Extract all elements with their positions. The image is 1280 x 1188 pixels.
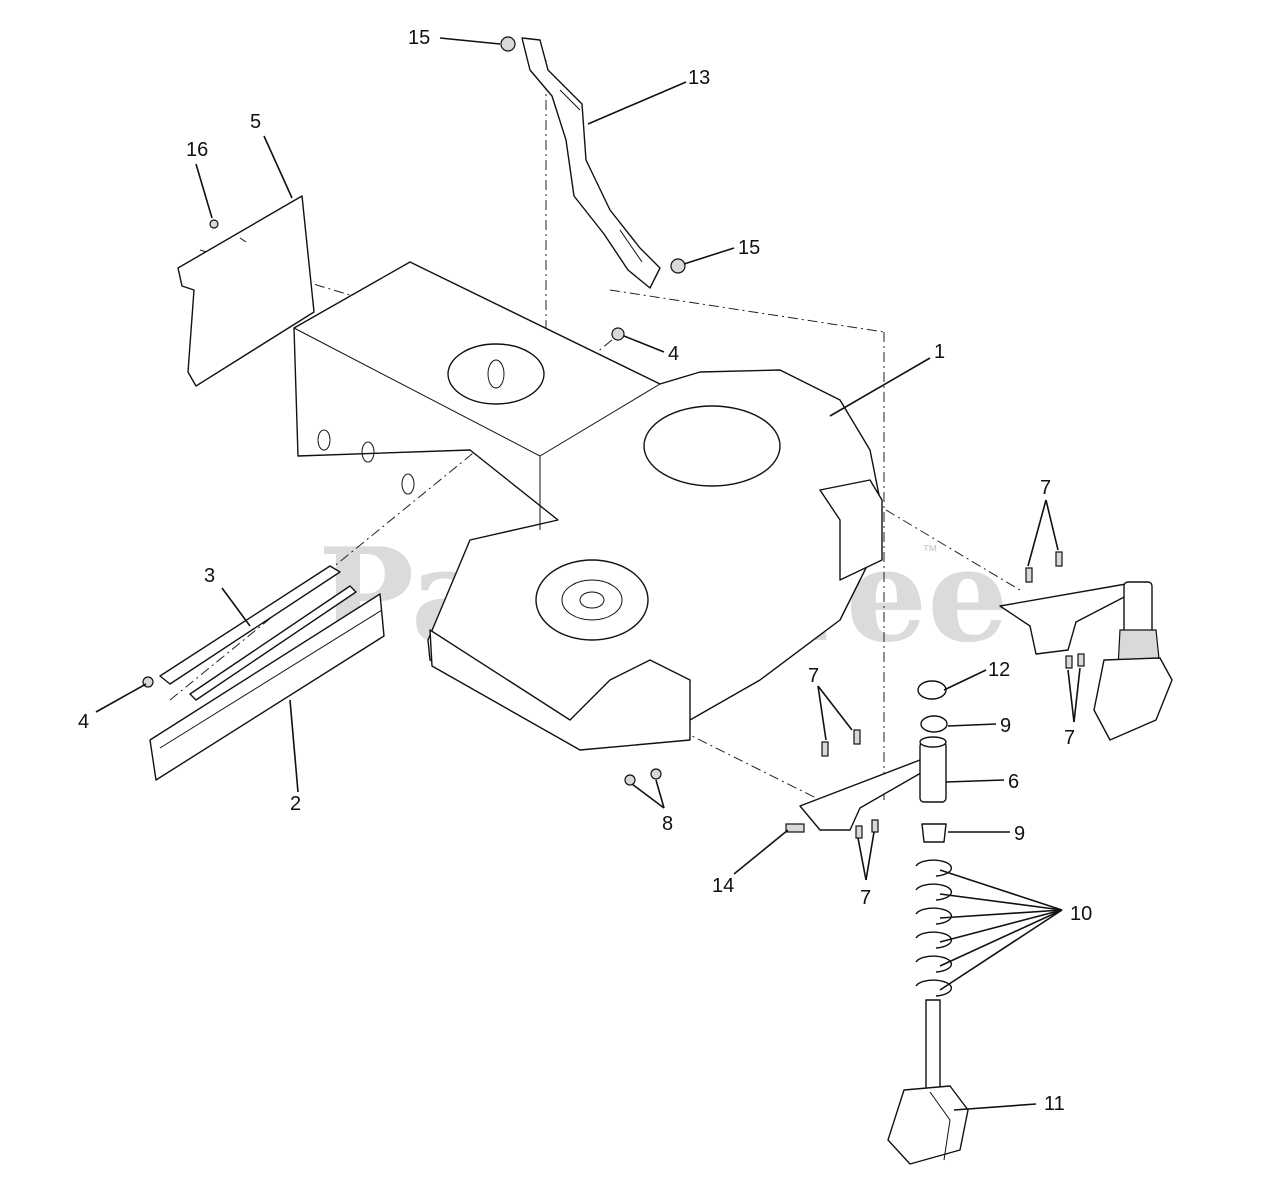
callout-16: 16 <box>186 139 208 161</box>
part-15-nuts <box>500 36 686 274</box>
callout-5: 5 <box>250 111 261 133</box>
part-9-bushings <box>920 715 948 843</box>
part-5-shield-plate <box>177 195 315 387</box>
part-1-mower-deck <box>293 261 883 751</box>
callout-13: 13 <box>688 67 710 89</box>
callout-3: 3 <box>204 565 215 587</box>
part-4-pins <box>142 327 625 688</box>
callout-7-front-upper: 7 <box>808 665 819 687</box>
callout-4-rod: 4 <box>78 711 89 733</box>
part-6-caster-arm <box>799 736 947 831</box>
part-11-caster-fork <box>887 999 969 1165</box>
callout-10: 10 <box>1070 903 1092 925</box>
callout-4-deck: 4 <box>668 343 679 365</box>
callout-11: 11 <box>1044 1093 1065 1115</box>
callout-14: 14 <box>712 875 734 897</box>
callout-15-lower: 15 <box>738 237 760 259</box>
caster-arm-assembly-right <box>999 581 1173 741</box>
callout-7-right-lower: 7 <box>1064 727 1075 749</box>
callout-6: 6 <box>1008 771 1019 793</box>
leader-lines <box>95 37 1081 1111</box>
part-13-deflector-rod <box>521 37 661 289</box>
part-8-bolts <box>624 768 662 786</box>
callout-labels: 15 13 5 16 15 4 1 7 3 4 2 12 7 7 9 6 8 9… <box>78 27 1092 1115</box>
callout-7-front-lower: 7 <box>860 887 871 909</box>
part-12-cap <box>917 680 947 700</box>
part-2-baffle <box>149 593 385 781</box>
part-14-bolt <box>785 823 805 833</box>
callout-8: 8 <box>662 813 673 835</box>
callout-7-upper-right: 7 <box>1040 477 1051 499</box>
callout-1: 1 <box>934 341 945 363</box>
callout-2: 2 <box>290 793 301 815</box>
callout-9-upper: 9 <box>1000 715 1011 737</box>
part-16-screw <box>209 219 219 229</box>
part-10-spacers <box>915 859 953 997</box>
callout-12: 12 <box>988 659 1010 681</box>
callout-15-top: 15 <box>408 27 430 49</box>
callout-9-lower: 9 <box>1014 823 1025 845</box>
part-7-bolts <box>821 551 1085 839</box>
watermark-trademark: ™ <box>922 543 938 560</box>
